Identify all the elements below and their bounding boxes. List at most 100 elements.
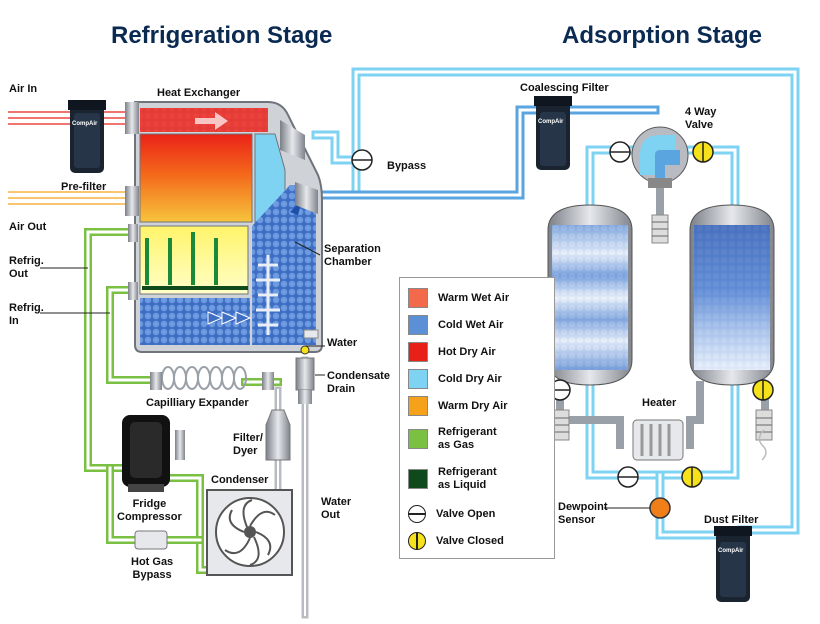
dust-filter: [714, 526, 752, 602]
steam-wisp: [758, 429, 767, 461]
air-in-lines: [8, 111, 130, 125]
refrigerant-pipes: [84, 228, 282, 574]
condenser-label: Condenser: [211, 474, 269, 486]
legend-text: Hot Dry Air: [438, 345, 496, 358]
legend-swatch: [408, 288, 428, 308]
separation-line-1: Separation: [324, 243, 381, 255]
brand-dust-filter: CompAir: [718, 548, 744, 554]
capillary-expander-label: Capilliary Expander: [146, 397, 249, 409]
heat-exchanger-unit: [125, 101, 323, 353]
hot-gas-line-1: Hot Gas: [131, 556, 174, 568]
fridge-compressor: [122, 415, 185, 492]
fridge-compressor-label: Fridge Compressor: [117, 498, 182, 524]
adsorber-tank-right: [689, 204, 775, 386]
water-out-label: Water Out: [321, 496, 351, 522]
valve-closed-3: [681, 466, 703, 488]
legend-text: Cold Dry Air: [438, 372, 502, 385]
muffler-left: [552, 409, 570, 441]
valve-closed-icon: [408, 532, 426, 550]
refrig-out-label: Refrig. Out: [9, 255, 44, 281]
legend-swatch: [408, 315, 428, 335]
capillary-inlet: [150, 372, 162, 390]
legend-swatch: [408, 369, 428, 389]
valve-closed-2: [752, 379, 774, 401]
refrig-out-line-2: Out: [9, 268, 28, 280]
refrig-in-line-1: Refrig.: [9, 302, 44, 314]
water-out-pipe: [298, 390, 312, 404]
legend: Warm Wet Air Cold Wet Air Hot Dry Air Co…: [399, 277, 555, 559]
legend-swatch: [408, 429, 428, 449]
refrig-in-line-2: In: [9, 315, 19, 327]
dewpoint-sensor-label: Dewpoint Sensor: [558, 501, 608, 527]
condenser: [206, 489, 293, 576]
water-out-line-2: Out: [321, 509, 340, 521]
hot-gas-line-2: Bypass: [132, 569, 172, 581]
leader-lines: [40, 241, 650, 509]
legend-item-warm-dry-air: Warm Dry Air: [408, 395, 507, 417]
muffler-right: [755, 409, 773, 441]
water-label: Water: [327, 337, 358, 349]
legend-item-hot-dry-air: Hot Dry Air: [408, 341, 496, 363]
valve-closed-1: [692, 141, 714, 163]
capillary-expander: [161, 366, 247, 390]
adsorber-tank-left: [547, 204, 633, 386]
heater: [632, 419, 684, 461]
legend-swatch: [408, 342, 428, 362]
pre-filter-label: Pre-filter: [61, 181, 107, 193]
brand-pre-filter: CompAir: [72, 121, 98, 127]
heater-label: Heater: [642, 397, 677, 409]
refrig-out-line-1: Refrig.: [9, 255, 44, 267]
legend-item-cold-dry-air: Cold Dry Air: [408, 368, 502, 390]
adsorption-stage-title: Adsorption Stage: [562, 22, 763, 49]
air-in-label: Air In: [9, 83, 38, 95]
legend-text: Valve Closed: [436, 534, 504, 547]
filter-dyer-label: Filter/ Dyer: [233, 432, 263, 458]
pre-filter: [68, 100, 106, 173]
refrigeration-stage-title: Refrigeration Stage: [111, 22, 333, 49]
hot-gas-bypass: [134, 530, 168, 550]
valve-open-icon: [408, 505, 426, 523]
dewpoint-line-2: Sensor: [558, 514, 596, 526]
capillary-outlet: [262, 372, 274, 390]
valve-open-3: [617, 466, 639, 488]
separation-line-2: Chamber: [324, 256, 372, 268]
valve-open-1: [609, 141, 631, 163]
coalescing-filter: [534, 96, 572, 170]
heat-exchanger-label: Heat Exchanger: [157, 87, 241, 99]
bypass-label: Bypass: [387, 160, 427, 172]
legend-text: Cold Wet Air: [438, 318, 504, 331]
legend-text: Valve Open: [436, 507, 496, 520]
four-way-line-1: 4 Way: [685, 106, 717, 118]
air-out-lines: [8, 191, 130, 205]
dry-air-pipes: [311, 67, 800, 540]
air-out-label: Air Out: [9, 221, 47, 233]
fridge-line-2: Compressor: [117, 511, 182, 523]
legend-item-cold-wet-air: Cold Wet Air: [408, 314, 503, 336]
four-way-valve-label: 4 Way Valve: [685, 106, 716, 132]
condensate-line-1: Condensate: [327, 370, 390, 382]
dust-filter-label: Dust Filter: [704, 514, 759, 526]
legend-item-valve-open: Valve Open: [408, 503, 495, 525]
filter-dyer-line-1: Filter/: [233, 432, 263, 444]
bypass-valve: [351, 149, 373, 171]
refrig-in-label: Refrig. In: [9, 302, 44, 328]
condensate-line-2: Drain: [327, 383, 356, 395]
four-way-line-2: Valve: [685, 119, 714, 131]
dewpoint-line-1: Dewpoint: [558, 501, 608, 513]
legend-item-valve-closed: Valve Closed: [408, 530, 504, 552]
fridge-line-1: Fridge: [132, 498, 167, 510]
condensate-drain-label: Condensate Drain: [327, 370, 390, 396]
four-way-valve: [631, 126, 689, 244]
legend-item-warm-wet-air: Warm Wet Air: [408, 287, 509, 309]
legend-swatch: [408, 396, 428, 416]
legend-swatch: [408, 469, 428, 489]
brand-coalescing-filter: CompAir: [538, 119, 564, 125]
hot-gas-bypass-label: Hot Gas Bypass: [131, 556, 173, 582]
legend-text: Warm Wet Air: [438, 291, 510, 304]
coalescing-filter-label: Coalescing Filter: [520, 82, 609, 94]
filter-dyer: [265, 409, 291, 461]
